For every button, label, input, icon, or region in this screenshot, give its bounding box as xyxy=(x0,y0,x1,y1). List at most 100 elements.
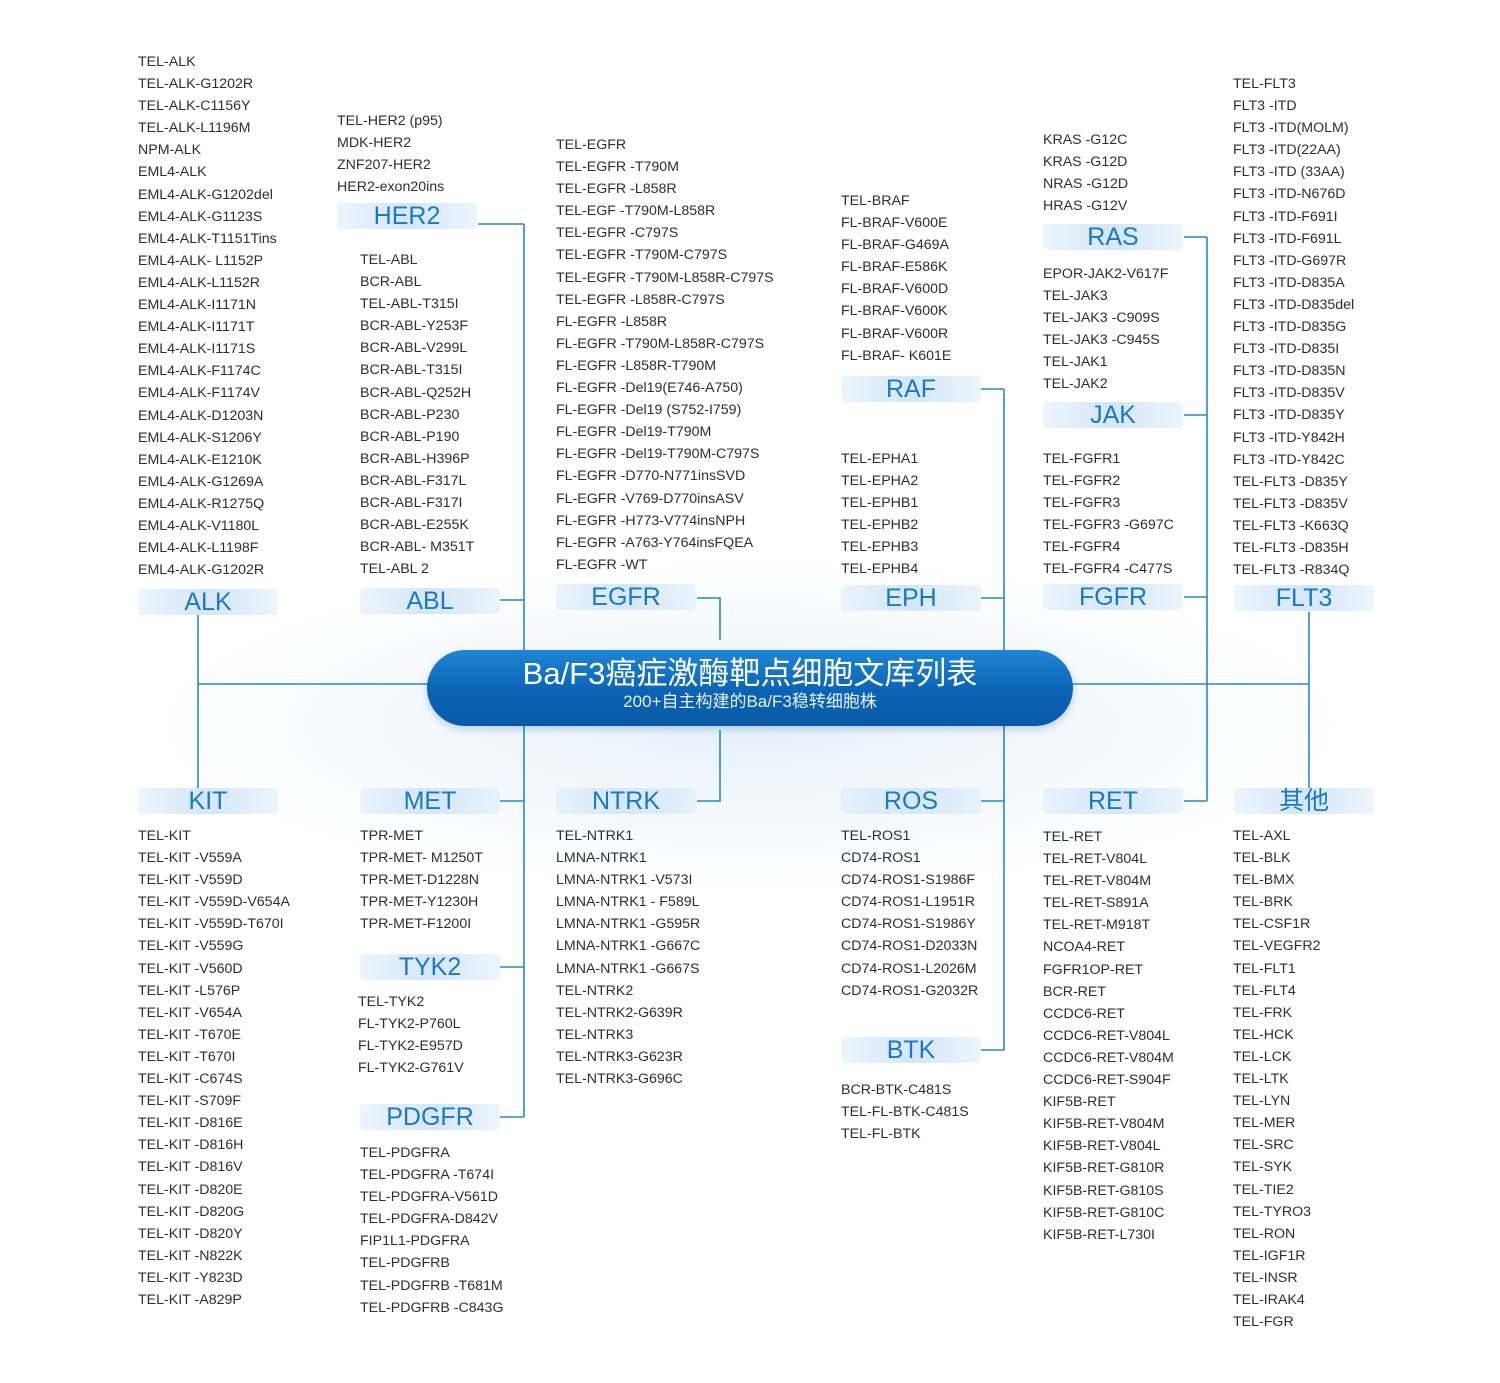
list-item: TEL-PDGFRA xyxy=(360,1145,450,1161)
list-item: TEL-LCK xyxy=(1233,1048,1292,1065)
list-item: TEL-FLT1 xyxy=(1233,960,1296,977)
list-item: LMNA-NTRK1 -G667S xyxy=(556,960,700,977)
list-item: FLT3 -ITD-F691L xyxy=(1233,230,1342,247)
list-item: BCR-ABL-F317L xyxy=(360,472,467,489)
list-item: FL-BRAF-V600E xyxy=(841,215,948,232)
list-item: EML4-ALK-I1171S xyxy=(138,341,256,358)
list-item: CCDC6-RET xyxy=(1043,1005,1125,1022)
list-item: TEL-LYN xyxy=(1233,1093,1291,1110)
list-item: TEL-EPHA2 xyxy=(841,473,919,490)
tag-abl: ABL xyxy=(360,588,500,614)
list-item: FLT3 -ITD(MOLM) xyxy=(1233,120,1349,137)
list-item: FL-TYK2-E957D xyxy=(358,1038,463,1055)
list-item: TPR-MET xyxy=(360,828,424,844)
list-item: TEL-FGFR4 xyxy=(1043,539,1121,556)
tag-egfr: EGFR xyxy=(556,584,696,610)
list-item: TEL-FLT4 xyxy=(1233,982,1296,999)
tag-kit: KIT xyxy=(138,788,278,814)
list-item: TEL-KIT -D816H xyxy=(138,1137,244,1154)
tag-alk: ALK xyxy=(138,589,278,615)
list-item: TEL-JAK2 xyxy=(1043,376,1108,393)
list-item: FL-EGFR -A763-Y764insFQEA xyxy=(556,534,754,551)
list-item: TEL-ALK xyxy=(138,54,196,70)
list-item: TEL-AXL xyxy=(1233,828,1291,844)
tag-eph: EPH xyxy=(841,585,981,611)
list-item: TEL-FLT3 -K663Q xyxy=(1233,517,1349,534)
list-item: HRAS -G12V xyxy=(1043,198,1128,215)
list-item: TEL-EGFR -C797S xyxy=(556,225,679,242)
list-item: BCR-ABL-Y253F xyxy=(360,318,469,335)
tag-pdgfr: PDGFR xyxy=(360,1104,500,1130)
list-item: TEL-EGF -T790M-L858R xyxy=(556,203,716,220)
list-item: TEL-RET-V804M xyxy=(1043,873,1152,890)
list-item: KIF5B-RET xyxy=(1043,1094,1116,1111)
list-item: FL-EGFR -T790M-L858R-C797S xyxy=(556,335,765,352)
list-item: EML4-ALK-G1202del xyxy=(138,186,273,203)
list-item: FLT3 -ITD(22AA) xyxy=(1233,142,1341,159)
list-item: EML4-ALK-D1203N xyxy=(138,407,264,424)
list-item: FL-BRAF-V600K xyxy=(841,303,948,320)
list-item: TEL-FL-BTK-C481S xyxy=(841,1104,969,1121)
list-item: TEL-FGR xyxy=(1233,1314,1294,1331)
tag-fgfr: FGFR xyxy=(1043,584,1183,610)
tag-tyk2: TYK2 xyxy=(360,954,500,980)
list-item: BCR-ABL-T315I xyxy=(360,362,463,379)
list-item: CD74-ROS1-D2033N xyxy=(841,938,978,955)
list-item: LMNA-NTRK1 -G667C xyxy=(556,938,701,955)
tag-jak: JAK xyxy=(1043,402,1183,428)
list-item: TEL-EGFR -L858R xyxy=(556,181,677,198)
list-item: EML4-ALK-V1180L xyxy=(138,517,260,534)
list-item: TPR-MET-D1228N xyxy=(360,872,480,889)
list-item: CCDC6-RET-V804M xyxy=(1043,1049,1174,1066)
tag-ret: RET xyxy=(1043,788,1183,814)
list-item: CD74-ROS1-S1986F xyxy=(841,872,976,889)
list-item: KIF5B-RET-V804M xyxy=(1043,1116,1165,1133)
list-item: LMNA-NTRK1 -G595R xyxy=(556,916,701,933)
list-item: TEL-IRAK4 xyxy=(1233,1291,1305,1308)
list-item: FL-EGFR -WT xyxy=(556,556,648,573)
list-item: FLT3 -ITD-D835I xyxy=(1233,341,1340,358)
list-item: TEL-SYK xyxy=(1233,1159,1293,1176)
list-item: TEL-ABL-T315I xyxy=(360,296,459,313)
list-item: TEL-KIT -D820G xyxy=(138,1203,245,1220)
list-item: FL-EGFR -L858R xyxy=(556,313,668,330)
list-item: TPR-MET-Y1230H xyxy=(360,894,479,911)
list-item: FL-EGFR -L858R-T790M xyxy=(556,357,717,374)
list-item: TEL-FGFR1 xyxy=(1043,451,1121,467)
list-item: TEL-JAK3 -C945S xyxy=(1043,332,1160,349)
list-item: TEL-TYK2 xyxy=(358,994,425,1010)
list-item: TEL-KIT -D820Y xyxy=(138,1225,243,1242)
list-item: CD74-ROS1-S1986Y xyxy=(841,916,976,933)
list-item: FL-EGFR -Del19(E746-A750) xyxy=(556,380,743,397)
list-item: FL-TYK2-G761V xyxy=(358,1060,464,1077)
list-item: TEL-HCK xyxy=(1233,1026,1294,1043)
list-item: TEL-ALK-G1202R xyxy=(138,76,254,93)
list-item: TEL-RET xyxy=(1043,829,1103,845)
list-item: KIF5B-RET-L730I xyxy=(1043,1226,1155,1243)
list-item: TEL-EGFR -L858R-C797S xyxy=(556,291,725,308)
list-item: TEL-RET-S891A xyxy=(1043,895,1149,912)
list-item: CCDC6-RET-S904F xyxy=(1043,1072,1171,1089)
list-item: FLT3 -ITD-F691I xyxy=(1233,208,1338,225)
list-item: EPOR-JAK2-V617F xyxy=(1043,266,1169,282)
list-item: TEL-EPHB4 xyxy=(841,561,919,578)
list-item: FIP1L1-PDGFRA xyxy=(360,1233,470,1250)
list-item: TEL-FGFR2 xyxy=(1043,473,1121,490)
list-item: BCR-ABL-V299L xyxy=(360,340,468,357)
